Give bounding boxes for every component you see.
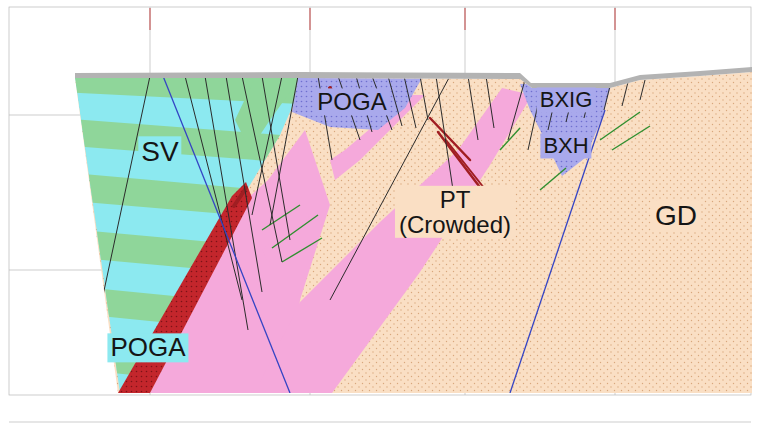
topography — [75, 67, 752, 88]
unit-label-box: BXIG — [537, 87, 596, 112]
drill-holes — [508, 80, 525, 140]
drill-holes — [622, 82, 628, 106]
drill-holes — [604, 86, 610, 110]
drill-holes — [388, 76, 402, 126]
red-veins — [234, 188, 246, 206]
drill-holes — [270, 76, 298, 225]
drill-holes — [640, 80, 645, 100]
green-veins — [612, 126, 650, 150]
drill-holes — [404, 76, 416, 128]
unit-label: PT (Crowded) — [395, 186, 515, 238]
unit-label-box: BXH — [540, 133, 591, 158]
tick-marks — [310, 8, 311, 30]
unit-label-box: POGA — [314, 88, 389, 115]
red-veins — [438, 132, 482, 190]
porphyry-band — [255, 88, 532, 393]
drill-holes — [486, 76, 494, 128]
green-veins — [282, 238, 322, 262]
blue-drill-holes — [163, 76, 605, 393]
drill-holes — [252, 76, 282, 215]
drill-holes — [185, 76, 242, 300]
unit-label-box: PT (Crowded) — [395, 186, 515, 238]
drill-holes — [262, 76, 290, 240]
tick-marks — [150, 8, 615, 30]
red-veins — [430, 118, 470, 160]
drill-holes — [102, 76, 150, 300]
drill-holes — [226, 76, 262, 292]
tick-marks — [150, 8, 151, 30]
sv-unit — [60, 118, 320, 165]
drill-holes — [242, 76, 282, 262]
unit-label: BXIG — [537, 87, 596, 112]
drill-holes — [205, 76, 248, 330]
green-veins — [540, 168, 566, 190]
drill-holes — [102, 76, 645, 330]
frame-line — [9, 422, 751, 423]
blue-drill-holes — [510, 110, 605, 393]
unit-label: GD — [652, 200, 700, 231]
drill-holes — [420, 76, 428, 120]
drill-holes — [468, 76, 478, 140]
unit-label: POGA — [107, 333, 188, 362]
unit-label-box: GD — [652, 200, 700, 231]
green-veins — [272, 215, 318, 248]
tick-marks — [615, 8, 616, 30]
poga-unit — [292, 78, 422, 130]
unit-label: POGA — [314, 88, 389, 115]
unit-label-box: SV — [138, 136, 181, 167]
unit-label: SV — [138, 136, 181, 167]
unit-label-box: POGA — [107, 333, 188, 362]
green-veins — [262, 205, 300, 230]
tick-marks — [465, 8, 466, 30]
unit-label: BXH — [540, 133, 591, 158]
green-veins — [262, 112, 650, 262]
